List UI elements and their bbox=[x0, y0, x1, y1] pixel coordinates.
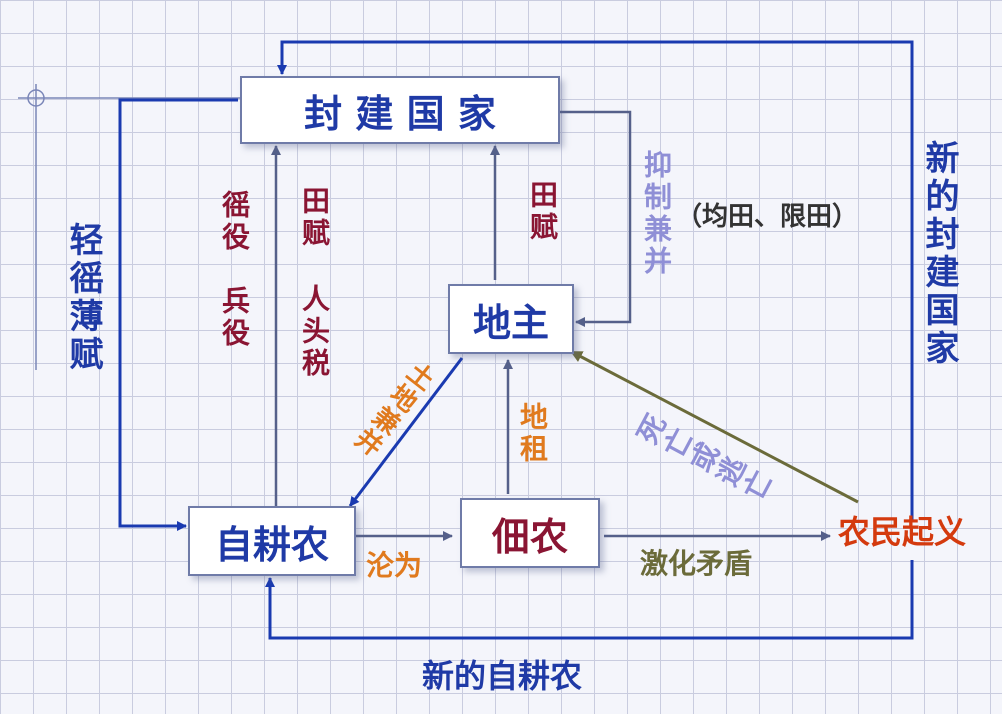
label-land-tax-left: 田赋 bbox=[298, 186, 331, 250]
crosshair-circle bbox=[27, 89, 45, 107]
arrow-uprising-to-farmer bbox=[265, 560, 914, 640]
arrow-landlord-to-farmer bbox=[348, 357, 464, 507]
label-intensify: 激化矛盾 bbox=[640, 547, 753, 580]
label-equal-field: （均田、限田） bbox=[676, 202, 859, 232]
label-new-state: 新的封建国家 bbox=[919, 140, 959, 368]
node-landlord-label: 地主 bbox=[472, 300, 549, 345]
arrow-uprising-to-state bbox=[277, 40, 914, 520]
node-feudal-state-label: 封 建 国 家 bbox=[304, 91, 496, 136]
label-military-service: 兵役 bbox=[218, 286, 251, 350]
label-restrain-annex: 抑制兼并 bbox=[640, 150, 673, 278]
label-corvee: 徭役 bbox=[218, 190, 251, 254]
node-tenant-farmer: 佃农 bbox=[460, 498, 600, 568]
node-landlord: 地主 bbox=[448, 284, 574, 354]
label-new-farmer: 新的自耕农 bbox=[422, 657, 583, 695]
label-land-tax-right: 田赋 bbox=[526, 180, 559, 244]
node-tenant-farmer-label: 佃农 bbox=[491, 514, 568, 559]
arrow-state-to-farmer bbox=[118, 98, 238, 531]
node-owner-farmer-label: 自耕农 bbox=[214, 522, 329, 567]
label-land-rent: 地租 bbox=[516, 402, 549, 466]
arrow-uprising-to-landlord bbox=[570, 350, 859, 504]
label-reduce-to: 沦为 bbox=[366, 549, 423, 582]
node-peasant-uprising: 农民起义 bbox=[838, 513, 967, 551]
label-poll-tax: 人头税 bbox=[298, 284, 331, 380]
node-owner-farmer: 自耕农 bbox=[188, 506, 356, 576]
node-feudal-state: 封 建 国 家 bbox=[240, 76, 560, 144]
arrow-state-to-landlord bbox=[560, 110, 632, 327]
label-light-tax: 轻徭薄赋 bbox=[63, 222, 103, 374]
